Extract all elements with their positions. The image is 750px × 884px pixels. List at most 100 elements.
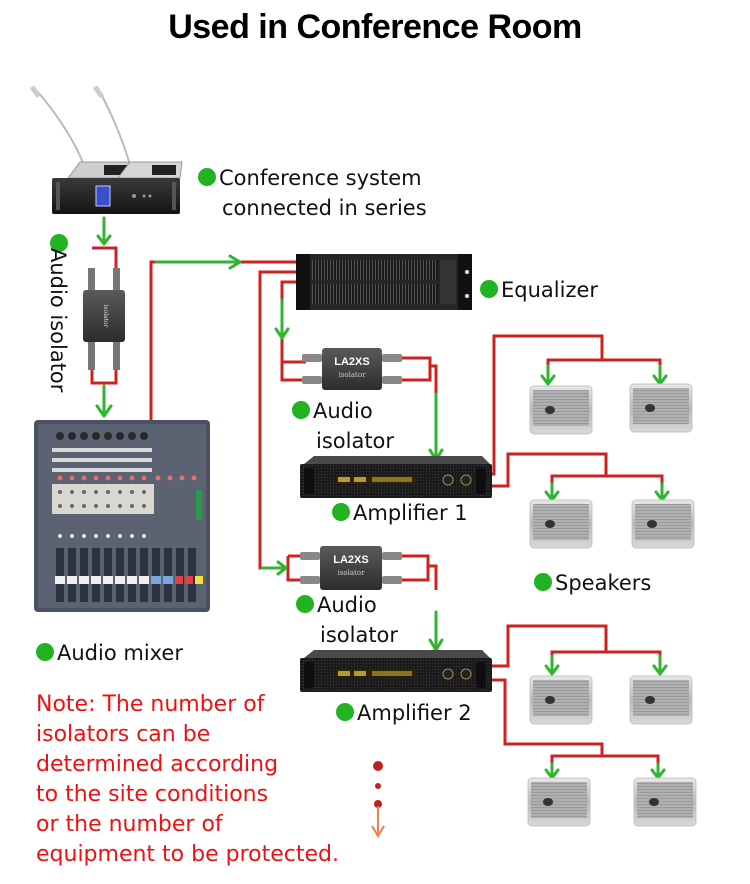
- speaker-grill: [533, 504, 589, 540]
- bullet-dot-icon: [296, 595, 314, 613]
- speaker-grill: [531, 782, 587, 818]
- continuation-dot: [375, 783, 381, 789]
- label-text: Speakers: [555, 571, 652, 595]
- speaker: [633, 777, 697, 827]
- fader-caps: [55, 576, 203, 584]
- bullet-dot-icon: [480, 280, 498, 298]
- isolator-brand-text: isolator: [339, 371, 366, 379]
- arrow-mixer-to-equalizer: [154, 254, 242, 270]
- speaker: [629, 383, 693, 433]
- bullet-dot-icon: [332, 503, 350, 521]
- label-amplifier-2: Amplifier 2: [336, 698, 472, 728]
- label-text: Conference system: [219, 166, 422, 190]
- arrow-speaker-2b: [652, 654, 668, 676]
- label-equalizer: Equalizer: [480, 275, 598, 305]
- arrow-conf-to-isolator: [96, 216, 112, 246]
- speaker-logo-icon: [647, 520, 657, 528]
- note-line: determined according: [36, 752, 279, 777]
- speaker: [631, 499, 695, 549]
- speaker: [529, 499, 593, 549]
- isolator-brand-text: isolator: [102, 305, 109, 328]
- note-line: Note: The number of: [36, 692, 265, 717]
- bullet-dot-icon: [198, 168, 216, 186]
- amplifier-1-device: [300, 456, 492, 498]
- speaker-logo-icon: [545, 520, 555, 528]
- label-text: Amplifier 1: [353, 501, 468, 525]
- speaker: [629, 675, 693, 725]
- arrow-speaker-1d: [654, 482, 670, 502]
- arrow-isolator2-to-amp2: [428, 610, 444, 652]
- arrow-speaker-1c: [544, 482, 560, 502]
- speaker: [527, 777, 591, 827]
- speaker-grill: [533, 680, 589, 716]
- isolator-brand-text: isolator: [338, 569, 365, 577]
- note-line: isolators can be: [36, 722, 211, 747]
- arrow-speaker-1a: [540, 364, 556, 386]
- wire-iso2-out: [400, 554, 438, 590]
- mic-head: [92, 85, 104, 99]
- bullet-dot-icon: [336, 703, 354, 721]
- label-audio-mixer: Audio mixer: [36, 638, 183, 668]
- equalizer-device: [296, 254, 472, 310]
- isolator-model-text: LA2XS: [333, 554, 368, 566]
- label-amplifier-1: Amplifier 1: [332, 498, 468, 528]
- arrow-speaker-2a: [544, 654, 560, 676]
- speaker: [529, 675, 593, 725]
- wire-eq1-branch: [280, 362, 306, 382]
- wire-conf-to-isolator: [92, 246, 118, 272]
- note-line: equipment to be protected.: [36, 842, 339, 867]
- arrow-speaker-2c: [544, 762, 560, 780]
- label-text: Audio: [313, 399, 373, 423]
- bullet-dot-icon: [292, 401, 310, 419]
- wire-amp2-to-lower-speakers: [490, 624, 662, 668]
- label-text: Audio mixer: [57, 641, 183, 665]
- arrow-speaker-1b: [652, 364, 668, 386]
- speaker-logo-icon: [645, 404, 655, 412]
- label-conference-system: Conference system connected in series: [198, 163, 427, 223]
- arrow-eq-to-isolator-1: [274, 298, 290, 340]
- wire-isolator-to-mixer: [90, 368, 118, 385]
- arrow-isolator1-to-amp1: [428, 392, 444, 462]
- audio-isolator-2: LA2XS isolator: [300, 546, 402, 590]
- wire-amp1-to-mid-speakers: [490, 452, 664, 488]
- microphone: [37, 91, 131, 166]
- audio-mixer-device: [34, 420, 210, 612]
- speaker-logo-icon: [649, 798, 659, 806]
- label-text: isolator: [320, 623, 399, 647]
- wire-mixer-to-equalizer: [149, 260, 298, 420]
- audio-isolator-1: LA2XS isolator: [302, 348, 402, 390]
- label-text: connected in series: [222, 196, 427, 220]
- label-text: Equalizer: [501, 278, 599, 302]
- speaker-grill: [635, 504, 691, 540]
- label-speakers: Speakers: [534, 568, 651, 598]
- label-text: isolator: [316, 429, 395, 453]
- continuation-dot: [373, 761, 383, 771]
- arrow-isolator-to-mixer: [95, 384, 113, 418]
- diagram-title: Used in Conference Room: [168, 8, 582, 46]
- speaker-logo-icon: [543, 798, 553, 806]
- speaker-grill: [637, 782, 693, 818]
- continuation-dot: [374, 800, 382, 808]
- label-audio-isolator-1: Audio isolator: [292, 396, 394, 456]
- label-audio-isolator-vertical: Audio isolator: [46, 248, 70, 393]
- bullet-dot-icon: [50, 234, 68, 252]
- arrow-speaker-2d: [650, 762, 666, 780]
- speaker-logo-icon: [545, 406, 555, 414]
- speaker-grill: [533, 390, 589, 426]
- arrow-eq-to-isolator-2: [260, 560, 288, 576]
- bullet-dot-icon: [534, 573, 552, 591]
- continuation-arrow-icon: [371, 806, 385, 838]
- note-line: to the site conditions: [36, 782, 269, 807]
- amplifier-2-device: [300, 650, 492, 692]
- label-text: Amplifier 2: [357, 701, 472, 725]
- speaker-logo-icon: [645, 696, 655, 704]
- wire-iso2-in: [286, 554, 300, 582]
- label-audio-isolator-2: Audio isolator: [296, 590, 398, 650]
- wire-iso1-out: [400, 356, 438, 400]
- label-text: Audio: [317, 593, 377, 617]
- continuation-indicator: [371, 761, 385, 838]
- speaker-group: [527, 383, 697, 827]
- conference-system-unit: [29, 85, 183, 214]
- speaker: [529, 385, 593, 435]
- lcd-screen: [95, 185, 111, 207]
